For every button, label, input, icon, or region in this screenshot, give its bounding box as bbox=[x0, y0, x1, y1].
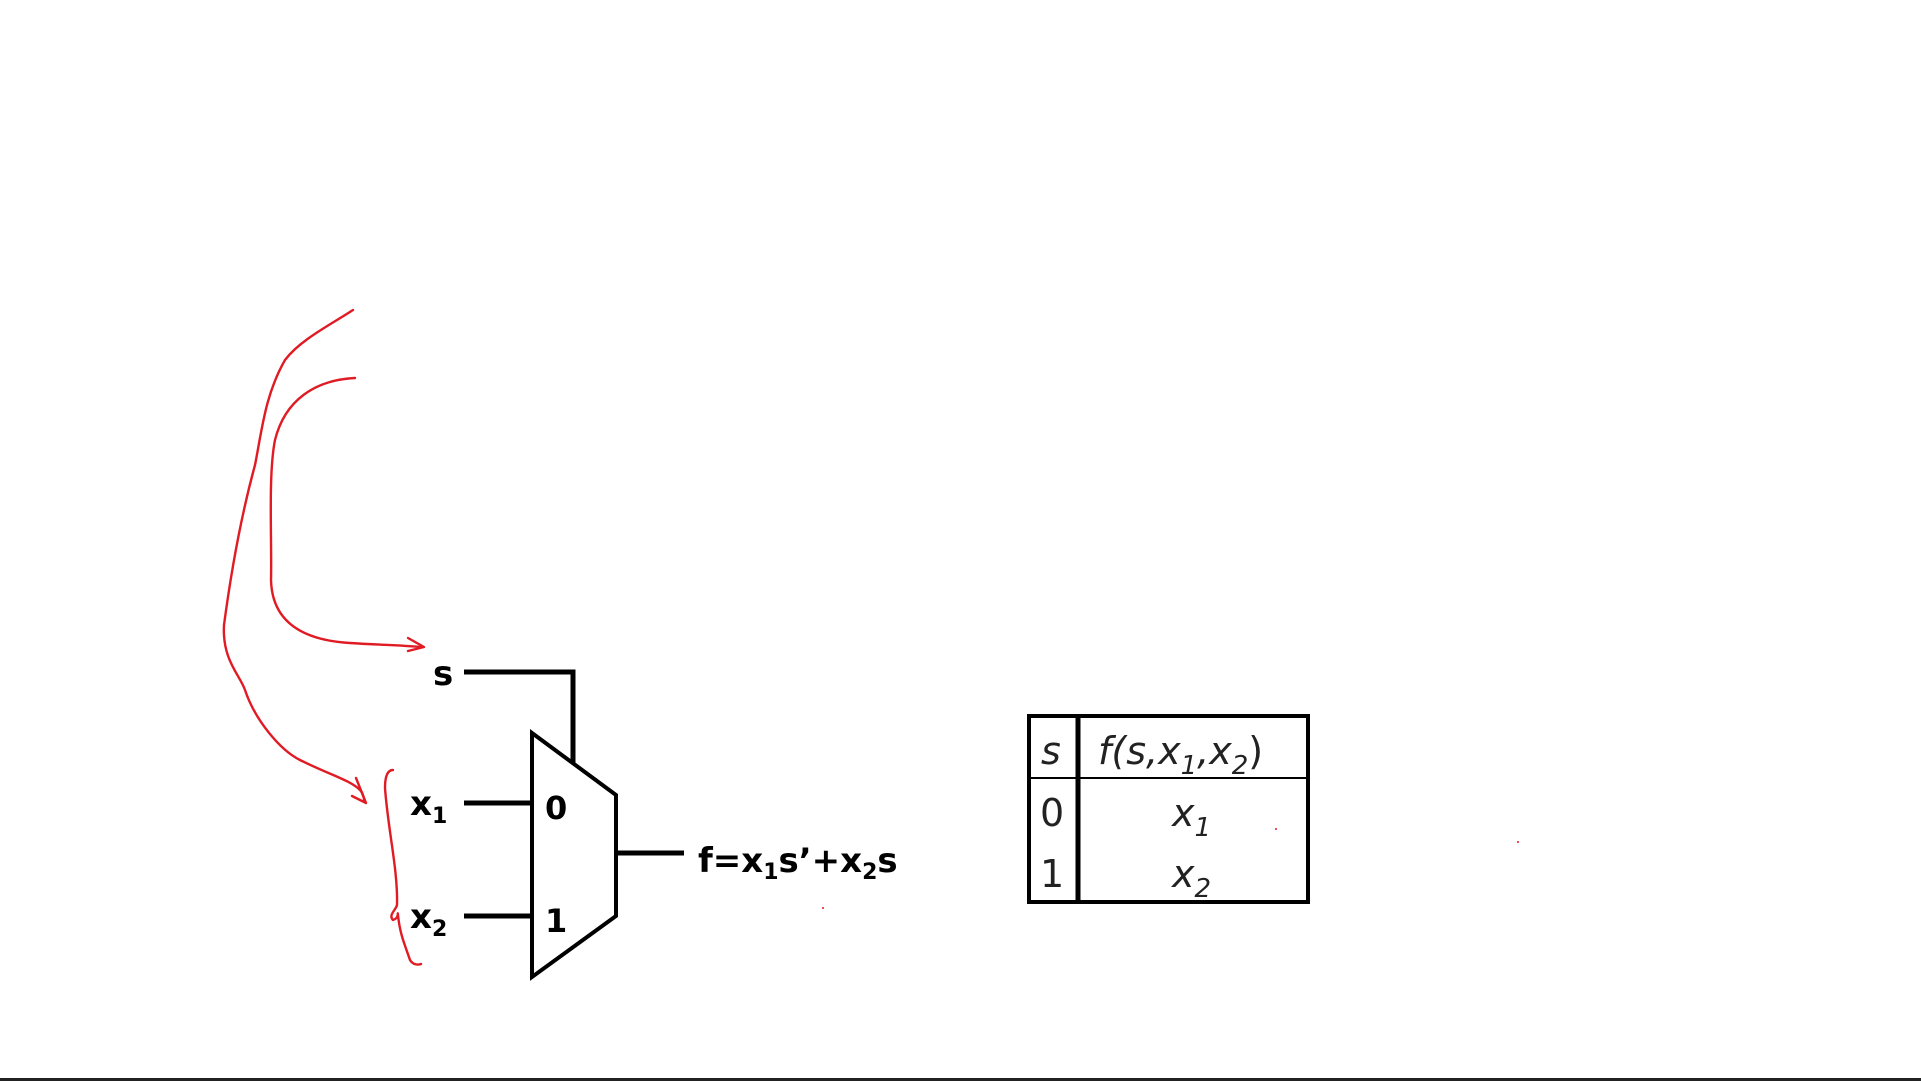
table-row-1-f: x2 bbox=[1171, 852, 1211, 904]
select-label: s bbox=[433, 654, 453, 694]
arrow-to-s-stroke bbox=[271, 378, 420, 647]
output-expression: f=x1s’+x2s bbox=[698, 841, 898, 885]
table-row-1-s: 1 bbox=[1040, 852, 1064, 896]
red-speck-3 bbox=[1517, 841, 1519, 843]
input2-label: x2 bbox=[410, 897, 447, 942]
mux-body bbox=[532, 733, 616, 977]
input-x2: x2 bbox=[410, 897, 532, 942]
output-signal: f=x1s’+x2s bbox=[616, 841, 898, 885]
table-header-f: f(s,x1,x2) bbox=[1098, 729, 1263, 781]
table-header-s: s bbox=[1041, 729, 1061, 773]
table-row-0-s: 0 bbox=[1040, 791, 1064, 835]
red-speck-2 bbox=[1275, 828, 1277, 830]
arrow-to-s-head bbox=[408, 638, 424, 651]
input1-label: x1 bbox=[410, 784, 447, 829]
mux-input-0-label: 0 bbox=[545, 789, 567, 827]
arrow-to-inputs-stroke bbox=[224, 310, 365, 802]
table-row: 0 x1 bbox=[1040, 791, 1211, 843]
truth-table: s f(s,x1,x2) 0 x1 1 x2 bbox=[1029, 716, 1308, 904]
input-x1: x1 bbox=[410, 784, 532, 829]
table-row-0-f: x1 bbox=[1171, 791, 1211, 843]
red-speck-1 bbox=[822, 907, 824, 909]
multiplexer: 0 1 bbox=[532, 733, 616, 977]
mux-input-1-label: 1 bbox=[545, 902, 567, 940]
table-row: 1 x2 bbox=[1040, 852, 1211, 904]
